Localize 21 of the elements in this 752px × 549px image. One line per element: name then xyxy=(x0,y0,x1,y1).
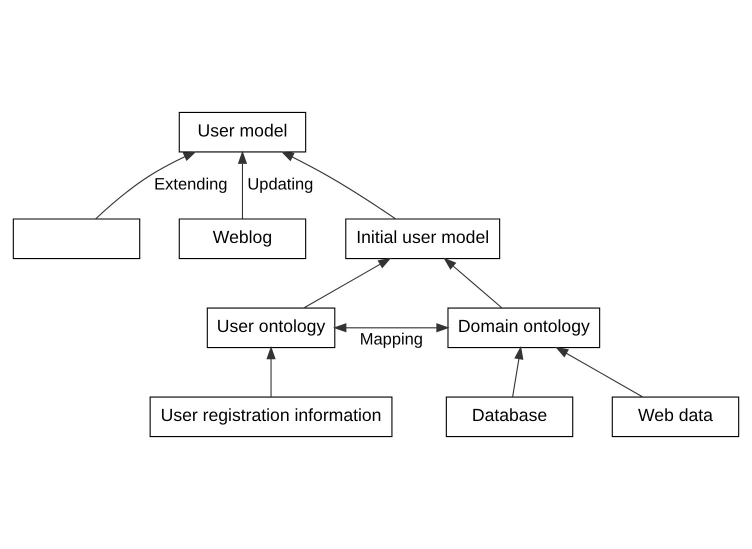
arrow xyxy=(555,346,643,398)
node-box: User registration information xyxy=(150,396,392,438)
node-box: Initial user model xyxy=(345,218,500,260)
node-box: Domain ontology xyxy=(447,307,600,348)
arrow xyxy=(304,258,392,308)
arrow xyxy=(512,346,524,397)
edge-label: Mapping xyxy=(360,330,423,348)
arrow xyxy=(238,150,248,219)
node-box: Weblog xyxy=(178,218,306,260)
node-box: User model xyxy=(178,112,306,153)
arrow xyxy=(333,323,450,332)
edge-label: Extending xyxy=(154,175,228,194)
node-box: Web data xyxy=(612,396,740,438)
node-box: Database xyxy=(446,396,574,438)
node-box xyxy=(12,218,140,260)
node-box: User ontology xyxy=(206,307,336,348)
arrow xyxy=(266,346,276,397)
edge-label: Updating xyxy=(247,175,314,194)
arrow xyxy=(95,151,197,220)
arrow xyxy=(443,258,502,308)
arrow xyxy=(280,151,396,220)
